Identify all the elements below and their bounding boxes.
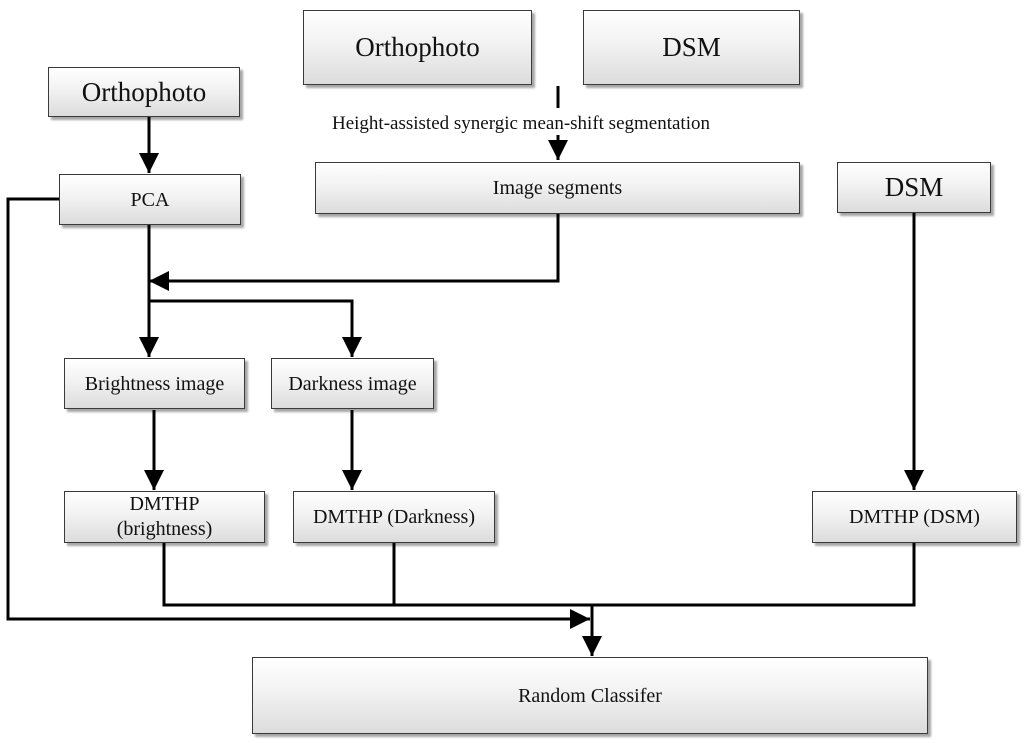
dsm-label-top: DSM bbox=[662, 32, 721, 63]
darkness-image-label: Darkness image bbox=[288, 372, 417, 395]
pca-node: PCA bbox=[59, 174, 241, 225]
pca-label: PCA bbox=[130, 188, 170, 211]
random-classifier-label: Random Classifer bbox=[518, 684, 662, 707]
orthophoto-label-top: Orthophoto bbox=[355, 32, 480, 63]
segmentation-edge-label: Height-assisted synergic mean-shift segm… bbox=[330, 113, 712, 135]
orthophoto-label-left: Orthophoto bbox=[81, 76, 207, 107]
dmthp-darkness-node: DMTHP (Darkness) bbox=[293, 491, 495, 543]
random-classifier-node: Random Classifer bbox=[252, 657, 928, 734]
image-segments-label: Image segments bbox=[492, 177, 623, 199]
edge-segments-trunk bbox=[149, 214, 560, 291]
edge-trunk-darkness bbox=[149, 299, 362, 357]
dmthp-dsm-label: DMTHP (DSM) bbox=[849, 506, 980, 528]
dmthp-darkness-label: DMTHP (Darkness) bbox=[312, 506, 475, 528]
orthophoto-node-left: Orthophoto bbox=[48, 67, 240, 117]
image-segments-node: Image segments bbox=[315, 162, 800, 214]
edge-pca-bypass bbox=[6, 197, 590, 629]
brightness-image-node: Brightness image bbox=[64, 358, 245, 409]
dsm-node-top: DSM bbox=[583, 10, 800, 85]
dsm-node-right: DSM bbox=[837, 162, 991, 213]
dmthp-brightness-node: DMTHP (brightness) bbox=[64, 491, 265, 543]
dsm-label-right: DSM bbox=[884, 172, 944, 203]
dmthp-dsm-node: DMTHP (DSM) bbox=[812, 491, 1017, 543]
darkness-image-node: Darkness image bbox=[271, 358, 434, 409]
brightness-image-label: Brightness image bbox=[84, 372, 225, 395]
orthophoto-node-top: Orthophoto bbox=[303, 10, 532, 85]
dmthp-brightness-label: DMTHP (brightness) bbox=[116, 493, 213, 540]
edge-dmthp-bus bbox=[162, 543, 916, 607]
